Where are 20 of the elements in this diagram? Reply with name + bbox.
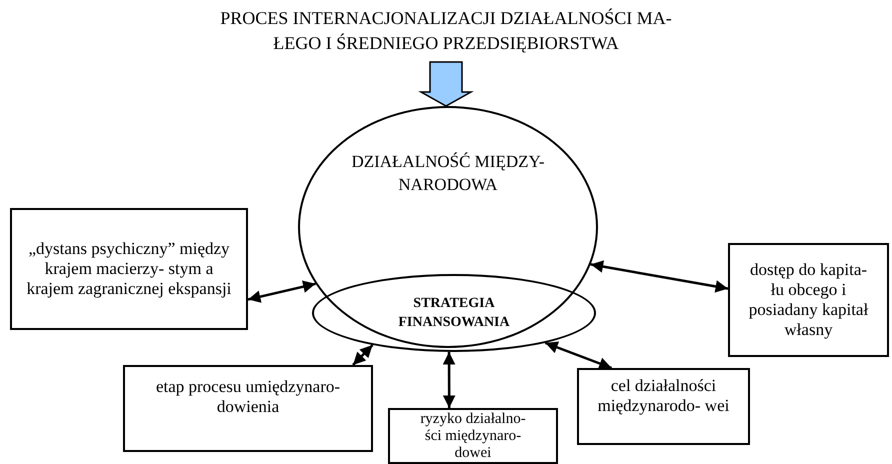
node-label: STRATEGIA FINANSOWANIA (397, 295, 511, 332)
heading-text: PROCES INTERNACJONALIZACJI DZIAŁALNOŚCI MA- ŁEGO I ŚREDNIEGO PRZEDSIĘBIORSTWA (219, 7, 673, 55)
node-label: cel działalności międzynarodo- wei (596, 376, 730, 416)
node-label: etap procesu umiędzynaro- dowienia (154, 377, 342, 417)
double-arrow (590, 260, 728, 293)
factor-box (10, 208, 248, 330)
double-arrow (352, 344, 374, 366)
factor-box (123, 365, 373, 452)
double-arrow (544, 341, 612, 370)
node-label: DZIAŁALNOŚĆ MIĘDZY- NARODOWA (350, 151, 546, 196)
factor-box (577, 368, 750, 445)
node-label: „dystans psychiczny” między krajem macierzy- stym a krajem zagranicznej ekspansji (26, 239, 232, 299)
factor-box (388, 408, 558, 464)
node-label: ryzyko działalno- ści międzynaro- dowei (419, 411, 527, 462)
outer-ellipse (298, 106, 598, 348)
factor-box (728, 243, 889, 357)
node-label: dostęp do kapita- łu obcego i posiadany kapitał własny (748, 260, 870, 340)
block-arrow (418, 61, 474, 107)
double-arrow (442, 352, 456, 408)
double-arrow (248, 280, 316, 303)
